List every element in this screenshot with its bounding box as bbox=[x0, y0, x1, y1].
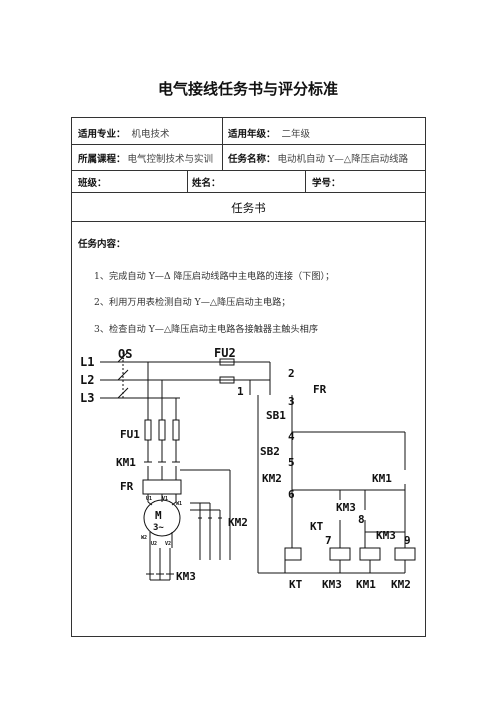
course-label: 所属课程： bbox=[78, 154, 126, 165]
fr-heater bbox=[142, 479, 182, 502]
node-7: 7 bbox=[325, 534, 332, 547]
grade-value: 二年级 bbox=[281, 129, 311, 140]
row-divider bbox=[72, 170, 425, 171]
course-cell: 所属课程：电气控制技术与实训 bbox=[78, 151, 213, 165]
label-fr: FR bbox=[120, 480, 134, 493]
label-sb2: SB2 bbox=[260, 445, 280, 458]
km2-main-contacts bbox=[180, 469, 231, 560]
task-item-1: 1、完成自动 Y—Δ 降压启动线路中主电路的连接（下图）； bbox=[94, 271, 335, 282]
grade-cell: 适用年级： 二年级 bbox=[228, 126, 310, 140]
label-v1: V1 bbox=[162, 496, 168, 502]
label-km2-control: KM2 bbox=[262, 472, 282, 485]
major-label: 适用专业： bbox=[78, 129, 126, 140]
node-4: 4 bbox=[288, 430, 295, 443]
row-divider bbox=[72, 192, 425, 193]
label-fu1: FU1 bbox=[120, 428, 140, 441]
student-name-label: 姓名： bbox=[192, 178, 221, 189]
major-value: 机电技术 bbox=[131, 129, 170, 140]
label-l1: L1 bbox=[80, 355, 94, 369]
task-name-cell: 任务名称：电动机自动 Y—△降压启动线路 bbox=[228, 151, 408, 165]
column-divider bbox=[305, 170, 306, 192]
node-9: 9 bbox=[404, 534, 411, 547]
row-divider bbox=[72, 221, 425, 222]
label-l2: L2 bbox=[80, 373, 94, 387]
task-name-value: 电动机自动 Y—△降压启动线路 bbox=[277, 154, 409, 165]
class-cell: 班级： bbox=[78, 175, 107, 189]
km3-main-contacts bbox=[146, 548, 174, 581]
label-v2: V2 bbox=[165, 541, 171, 547]
supply-lines bbox=[100, 351, 270, 420]
fu1-fuses bbox=[144, 419, 180, 455]
label-km3: KM3 bbox=[176, 570, 196, 583]
label-u2: U2 bbox=[151, 541, 157, 547]
label-km3-control: KM3 bbox=[336, 501, 356, 514]
task-sheet-table: 适用专业：机电技术 适用年级：二年级 所属课程：电气控制技术与实训 任务名称：电… bbox=[71, 117, 426, 637]
label-fu2: FU2 bbox=[214, 346, 236, 360]
task-item-3: 3、检查自动 Y—△降压启动主电路各接触器主触头相序 bbox=[94, 324, 319, 335]
class-label: 班级： bbox=[78, 178, 107, 189]
document-title: 电气接线任务书与评分标准 bbox=[157, 80, 338, 98]
label-km2: KM2 bbox=[228, 516, 248, 529]
label-w1: W1 bbox=[176, 501, 182, 507]
node-5: 5 bbox=[288, 456, 295, 469]
coil-label-km3: KM3 bbox=[322, 578, 342, 591]
label-km1: KM1 bbox=[116, 456, 136, 469]
label-qs: QS bbox=[118, 347, 132, 361]
node-8: 8 bbox=[358, 513, 365, 526]
label-l3: L3 bbox=[80, 391, 94, 405]
label-motor: M bbox=[155, 509, 162, 522]
column-divider bbox=[222, 118, 223, 170]
label-w2: W2 bbox=[141, 535, 147, 541]
grade-label: 适用年级： bbox=[228, 129, 276, 140]
label-motor-tilde: 3~ bbox=[153, 523, 164, 533]
student-name-cell: 姓名： bbox=[192, 175, 221, 189]
section-title: 任务书 bbox=[231, 201, 266, 215]
task-item-2: 2、利用万用表检测自动 Y—△降压启动主电路； bbox=[94, 297, 291, 308]
row-divider bbox=[72, 144, 425, 145]
label-fr-control: FR bbox=[313, 383, 327, 396]
label-km3-control-2: KM3 bbox=[376, 529, 396, 542]
control-circuit bbox=[257, 376, 416, 574]
label-km1-control: KM1 bbox=[372, 472, 392, 485]
km1-main-contacts bbox=[144, 455, 180, 480]
node-1: 1 bbox=[237, 385, 244, 398]
major-cell: 适用专业： 机电技术 bbox=[78, 126, 170, 140]
column-divider bbox=[187, 170, 188, 192]
node-3: 3 bbox=[288, 395, 295, 408]
task-heading: 任务内容： bbox=[78, 239, 126, 250]
node-2: 2 bbox=[288, 367, 295, 380]
fu2-fuses bbox=[219, 358, 271, 395]
coil-label-km1: KM1 bbox=[356, 578, 376, 591]
label-u1: U1 bbox=[146, 496, 152, 502]
node-6: 6 bbox=[288, 488, 295, 501]
coil-label-kt: KT bbox=[289, 578, 303, 591]
student-no-label: 学号： bbox=[312, 178, 341, 189]
course-value: 电气控制技术与实训 bbox=[127, 154, 214, 165]
label-sb1: SB1 bbox=[266, 409, 286, 422]
motor bbox=[143, 499, 181, 548]
task-name-label: 任务名称： bbox=[228, 154, 276, 165]
student-no-cell: 学号： bbox=[312, 175, 341, 189]
label-kt-control: KT bbox=[310, 520, 324, 533]
coil-label-km2: KM2 bbox=[391, 578, 411, 591]
